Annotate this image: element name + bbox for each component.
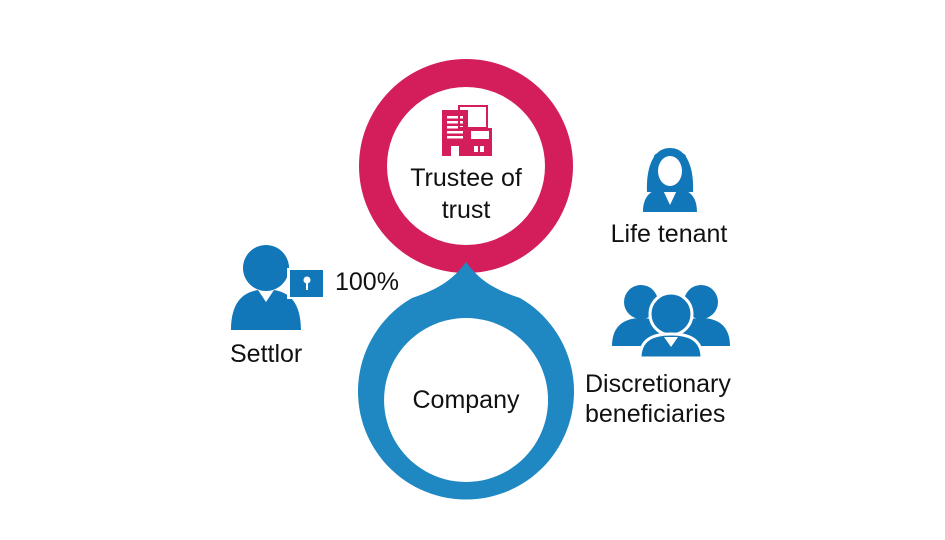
ownership-percentage: 100% <box>335 268 399 296</box>
settlor-label: Settlor <box>230 340 302 368</box>
female-person-icon <box>643 148 697 212</box>
key-document-icon <box>287 268 325 299</box>
company-label: Company <box>413 386 520 414</box>
trustee-label-line2: trust <box>442 196 491 224</box>
beneficiaries-label-line2: beneficiaries <box>585 400 725 428</box>
life-tenant-node: Life tenant <box>611 148 728 248</box>
life-tenant-label: Life tenant <box>611 220 728 248</box>
beneficiaries-node: Discretionary beneficiaries <box>585 285 731 428</box>
office-buildings-icon <box>442 105 492 156</box>
trustee-node: Trustee of trust <box>359 59 573 273</box>
group-people-icon <box>612 285 730 360</box>
settlor-person-icon <box>231 245 301 330</box>
trustee-label-line1: Trustee of <box>410 164 522 192</box>
company-node: Company <box>358 262 575 500</box>
settlor-node: 100% Settlor <box>230 245 399 368</box>
company-ring <box>358 262 575 500</box>
beneficiaries-label-line1: Discretionary <box>585 370 731 398</box>
trustee-ring <box>359 59 573 273</box>
